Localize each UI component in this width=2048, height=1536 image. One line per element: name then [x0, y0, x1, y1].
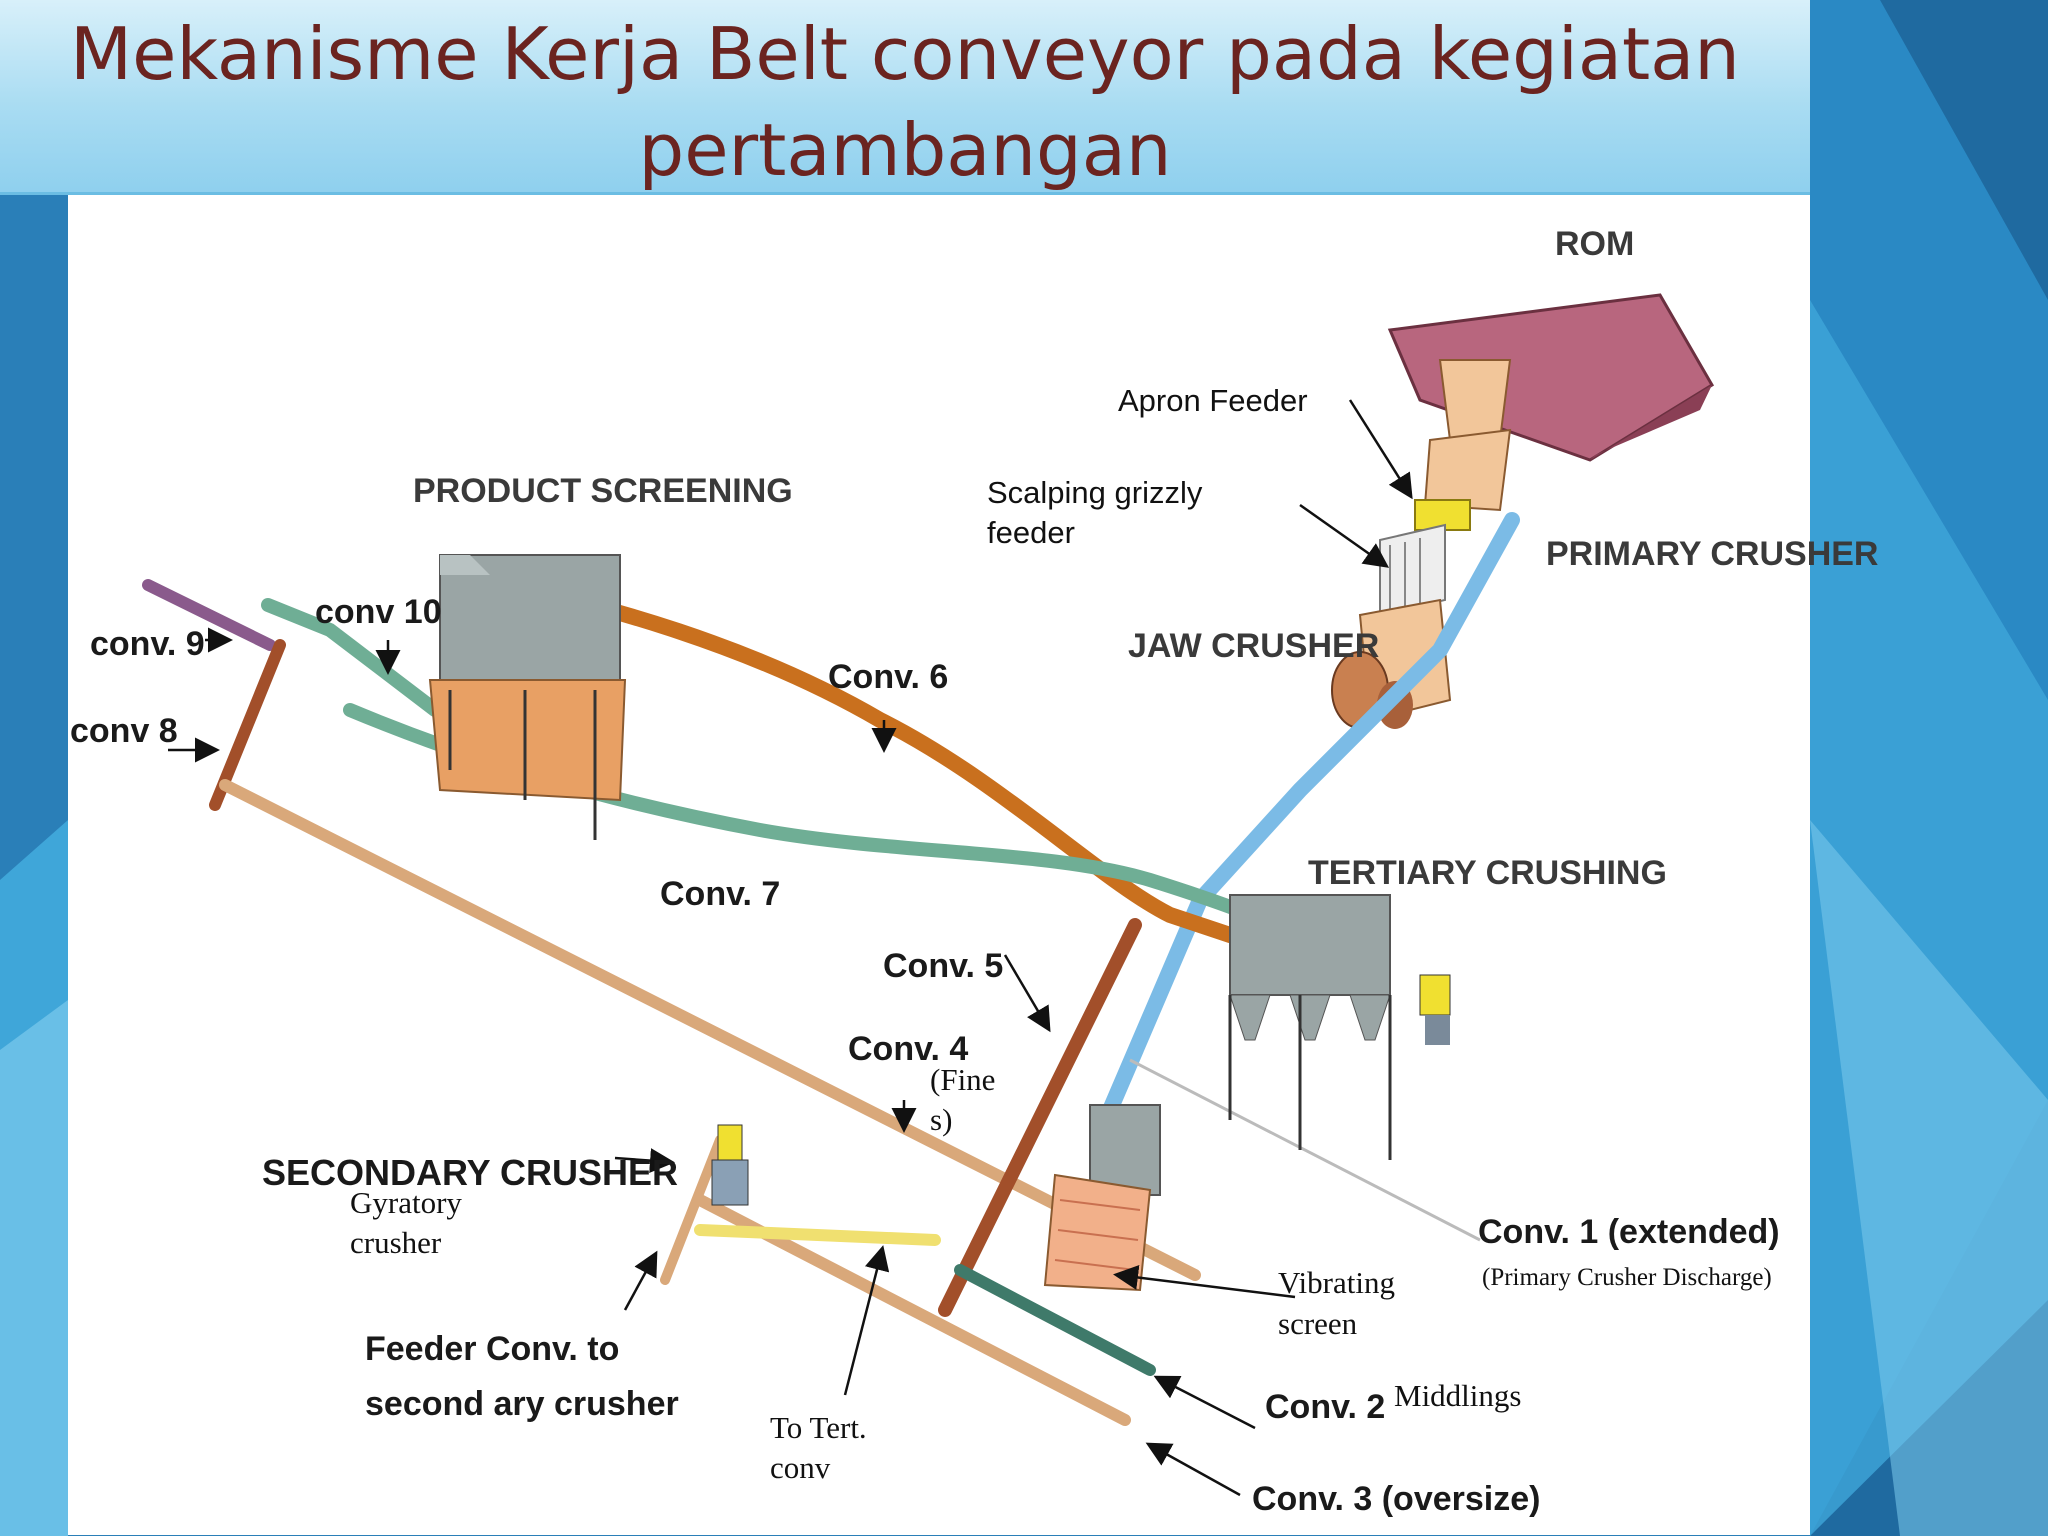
scalping-grizzly	[1379, 523, 1446, 617]
conv-2-belt	[954, 1264, 1156, 1376]
to-tert-conv-belt	[694, 1224, 941, 1246]
label-feeder-line1: Feeder Conv. to	[365, 1330, 619, 1368]
conv-10-belt	[261, 598, 442, 717]
label-rom: ROM	[1555, 225, 1634, 263]
conv-9-belt	[142, 579, 276, 651]
label-to-tert-line1: To Tert.	[770, 1410, 867, 1445]
label-tertiary-crushing: TERTIARY CRUSHING	[1308, 854, 1667, 892]
label-gyratory-line2: crusher	[350, 1225, 442, 1260]
conv-1-belt	[1102, 512, 1520, 1118]
label-conv-7: Conv. 7	[660, 875, 780, 913]
slide-title: Mekanisme Kerja Belt conveyor pada kegia…	[0, 6, 1810, 198]
label-conv-9: conv. 9	[90, 625, 205, 663]
label-apron-feeder: Apron Feeder	[1118, 383, 1308, 418]
label-scalping-line2: feeder	[987, 515, 1075, 550]
conv-5-belt	[938, 918, 1142, 1317]
conv-1-extension	[1129, 1058, 1481, 1242]
label-fines-line1: (Fine	[930, 1062, 995, 1097]
apron-feeder-hopper	[1414, 359, 1512, 531]
label-jaw-crusher: JAW CRUSHER	[1128, 627, 1379, 665]
label-to-tert-line2: conv	[770, 1450, 831, 1485]
label-conv-5: Conv. 5	[883, 947, 1003, 985]
label-gyratory-line1: Gyratory	[350, 1185, 462, 1220]
label-conv-2: Conv. 2	[1265, 1388, 1385, 1426]
feeder-conv-belt	[660, 1135, 725, 1285]
secondary-crusher-gyratory	[711, 1124, 749, 1206]
vibrating-screen-structure	[1043, 1104, 1161, 1292]
rom-stockpile	[1387, 293, 1715, 462]
label-middlings: Middlings	[1394, 1378, 1521, 1413]
tertiary-crushing-structure	[1228, 894, 1451, 1160]
label-conv-10: conv 10	[315, 593, 442, 631]
label-primary-crusher: PRIMARY CRUSHER	[1546, 535, 1878, 573]
label-scalping-line1: Scalping grizzly	[987, 475, 1203, 510]
conv-8-belt	[209, 639, 286, 811]
label-conv-6: Conv. 6	[828, 658, 948, 696]
label-vibrating-line1: Vibrating	[1278, 1265, 1395, 1300]
leader-lines	[168, 399, 1413, 1497]
label-secondary-crusher: SECONDARY CRUSHER	[262, 1152, 678, 1193]
label-conv-1: Conv. 1 (extended)	[1478, 1213, 1780, 1251]
label-fines-line2: s)	[930, 1102, 952, 1137]
product-screening-structure	[428, 554, 627, 840]
label-conv-8: conv 8	[70, 712, 178, 750]
label-product-screening: PRODUCT SCREENING	[413, 472, 793, 510]
conv-4-belt	[219, 779, 1201, 1281]
label-feeder-line2: second ary crusher	[365, 1385, 679, 1423]
label-conv-3: Conv. 3 (oversize)	[1252, 1480, 1540, 1518]
label-conv-4: Conv. 4	[848, 1030, 968, 1068]
title-line-1: Mekanisme Kerja Belt conveyor pada kegia…	[70, 12, 1740, 96]
title-line-2: pertambangan	[638, 108, 1172, 192]
label-conv-1-sub: (Primary Crusher Discharge)	[1482, 1264, 1772, 1291]
label-vibrating-line2: screen	[1278, 1306, 1358, 1341]
title-band	[0, 0, 1810, 195]
